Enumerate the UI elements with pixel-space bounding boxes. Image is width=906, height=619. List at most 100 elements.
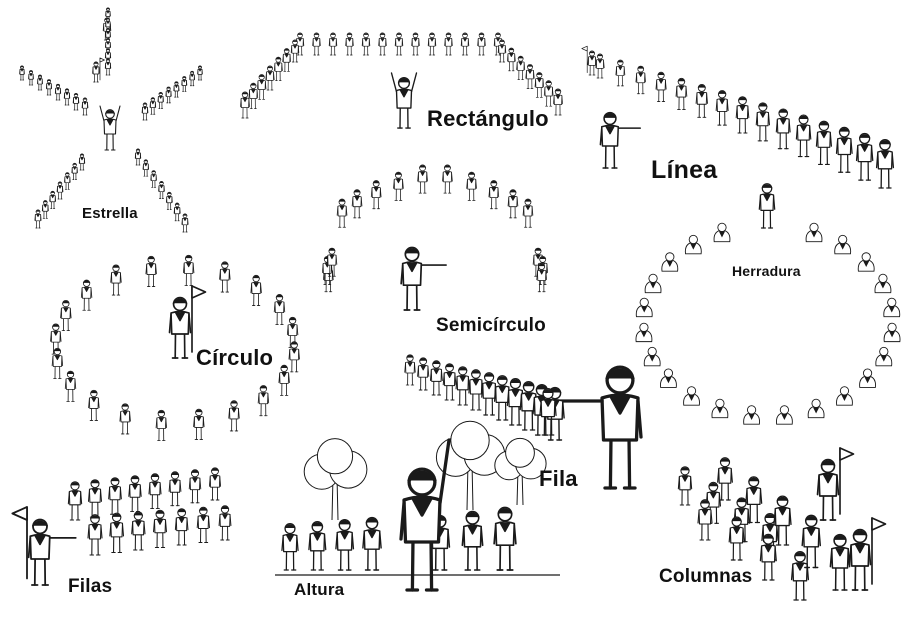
scout-figure	[250, 274, 262, 306]
scout-figure	[219, 261, 231, 293]
scout-figure	[193, 408, 205, 440]
scout-figure	[400, 246, 447, 311]
scout-figure	[87, 479, 103, 518]
label-columnas: Columnas	[659, 566, 753, 587]
scout-figure	[248, 82, 259, 110]
crouching-scout	[834, 234, 852, 255]
scout-figure	[552, 365, 643, 490]
crouching-scout	[683, 386, 700, 406]
scout-figure	[188, 469, 202, 504]
label-semicirculo: Semicírculo	[436, 315, 546, 336]
scout-figure	[240, 91, 250, 119]
estrella-formation	[19, 7, 203, 233]
scout-figure	[51, 347, 64, 379]
scout-figure	[378, 32, 387, 56]
crouching-scout	[883, 297, 901, 318]
crouching-scout	[660, 368, 677, 388]
scout-figure	[157, 91, 164, 109]
scout-figure	[208, 467, 222, 501]
scout-figure	[290, 39, 300, 63]
scout-figure	[697, 499, 713, 541]
scout-figure	[145, 255, 157, 287]
scout-figure	[168, 471, 182, 507]
scout-figure	[615, 59, 626, 87]
scout-figure	[92, 57, 105, 83]
scout-figure	[345, 32, 354, 56]
scout-figure	[41, 200, 49, 219]
scout-figure	[155, 409, 167, 441]
scout-figure	[11, 506, 77, 586]
scout-figure	[119, 403, 131, 435]
crouching-scout	[644, 273, 662, 294]
scout-figure	[790, 550, 810, 601]
crouching-scout	[883, 322, 901, 343]
scout-figure	[50, 323, 62, 355]
scout-figure	[87, 514, 103, 556]
scout-figure	[104, 58, 112, 76]
tree-illustration	[494, 437, 547, 506]
scout-figure	[393, 171, 404, 201]
scout-figure	[595, 53, 605, 79]
scout-figure	[599, 111, 642, 169]
scout-figure	[148, 473, 162, 510]
scout-figure	[758, 183, 776, 229]
scout-figure	[282, 48, 291, 72]
scout-figure	[158, 181, 165, 199]
scout-figure	[286, 316, 299, 348]
scout-figure	[519, 380, 538, 431]
crouching-scout	[643, 346, 661, 367]
scout-figure	[64, 370, 77, 402]
label-linea: Línea	[651, 156, 718, 184]
crouching-scout	[743, 405, 761, 425]
label-fila: Fila	[539, 466, 578, 491]
crouching-scout	[775, 405, 793, 425]
crouching-scout	[857, 252, 875, 272]
scout-figure	[196, 506, 210, 543]
scout-figure	[455, 366, 470, 406]
scout-figure	[442, 363, 457, 401]
scout-figure	[581, 45, 597, 76]
scout-figure	[361, 32, 371, 56]
scout-figure	[553, 88, 563, 116]
scout-figure	[183, 254, 195, 286]
scout-figure	[128, 475, 142, 512]
scout-figure	[536, 263, 547, 293]
scout-figure	[71, 162, 78, 181]
scout-figure	[488, 180, 500, 210]
crouching-scout	[661, 252, 679, 272]
linea-formation	[581, 45, 895, 189]
scout-figure	[468, 369, 484, 411]
scout-figure	[131, 511, 146, 551]
scout-figure	[715, 90, 729, 126]
circulo-formation	[50, 254, 300, 441]
fila-formation	[404, 354, 565, 441]
scout-figure	[278, 364, 290, 396]
scout-figure	[141, 102, 149, 121]
scout-figure	[150, 170, 157, 188]
scout-figure	[265, 65, 275, 91]
scout-figure	[165, 86, 172, 104]
scout-figure	[110, 264, 122, 296]
scout-figure	[45, 79, 53, 96]
scout-figure	[336, 198, 348, 228]
tree-illustration	[303, 438, 368, 521]
label-altura: Altura	[294, 580, 345, 599]
label-rectangulo: Rectángulo	[427, 106, 549, 131]
crouching-scout	[836, 386, 853, 406]
scout-figure	[189, 70, 196, 87]
scout-figure	[67, 481, 83, 521]
scout-figure	[835, 126, 853, 173]
crouching-scout	[711, 398, 729, 419]
scout-figure	[728, 516, 745, 561]
scout-figure	[273, 56, 283, 82]
herradura-formation	[552, 183, 901, 490]
crouching-scout	[859, 368, 876, 388]
scout-figure	[404, 354, 416, 386]
label-circulo: Círculo	[196, 345, 274, 370]
scout-figure	[507, 47, 516, 72]
scout-figure	[417, 357, 430, 391]
scout-figure	[848, 517, 887, 591]
scout-figure	[497, 39, 507, 63]
scout-figure	[64, 172, 71, 190]
